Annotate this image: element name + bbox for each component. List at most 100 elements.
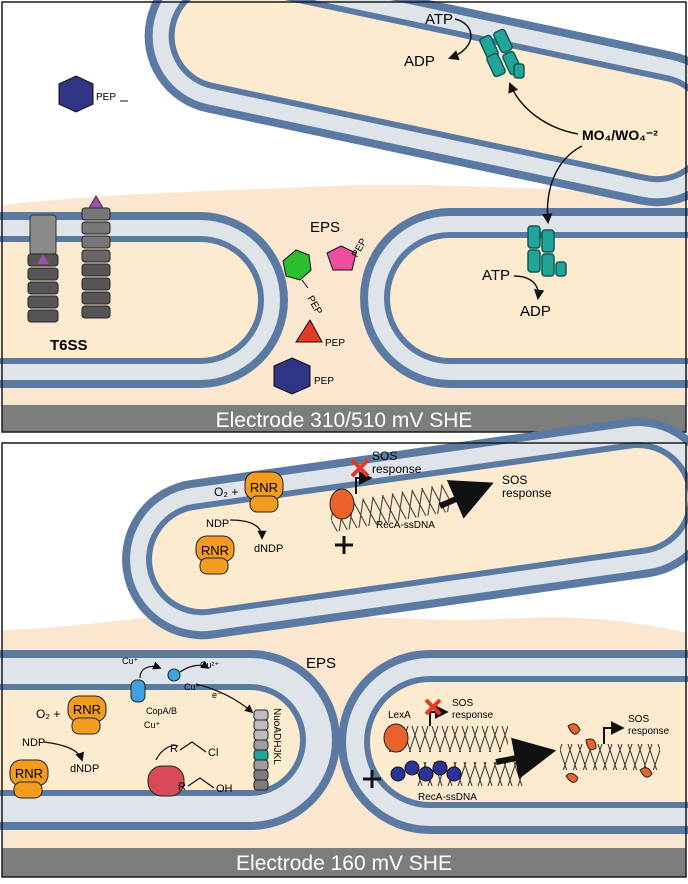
b-left-rnr-lower-sub xyxy=(13,781,43,799)
panel-bottom-frame xyxy=(1,442,687,878)
reca-unit-5 xyxy=(446,766,462,782)
metal-arrow-down xyxy=(541,145,583,225)
t6ss-apparatus xyxy=(27,195,111,323)
b-left-rnr-lower-label: RNR xyxy=(15,766,43,781)
free-pep-hexagon xyxy=(58,75,94,113)
b-left-rnr-upper-sub xyxy=(71,717,101,735)
b-top-rnr-lower-sub xyxy=(199,557,229,575)
b-right-x-mark xyxy=(424,698,442,716)
b-left-o2: O₂ + xyxy=(36,707,60,721)
metal-label: MO₄/WO₄⁻² xyxy=(582,127,658,143)
b-left-nuo: NuoADHJKL xyxy=(271,708,282,765)
b-left-cu-plus-3: Cu⁺ xyxy=(144,720,161,730)
pep-red xyxy=(295,319,323,343)
b-left-ndp: NDP xyxy=(22,737,45,749)
pep-green xyxy=(282,249,312,281)
top-atp-label: ATP xyxy=(425,11,453,28)
top-atp-arrow xyxy=(448,18,472,61)
eps-bottom-label: EPS xyxy=(306,655,336,672)
free-pep-label: PEP xyxy=(96,92,116,103)
reca-unit-2 xyxy=(404,760,420,776)
reca-unit-1 xyxy=(390,766,406,782)
b-left-electron: e⁻ xyxy=(212,690,222,700)
b-left-ndp-arrow xyxy=(43,741,85,762)
top-adp-label: ADP xyxy=(404,53,435,70)
b-left-dehalogenase xyxy=(147,765,185,797)
panel-top: ATP ADP MO₄/WO₄⁻² PEP xyxy=(0,0,688,433)
b-top-reca: RecA-ssDNA xyxy=(376,520,435,531)
b-right-dna-3 xyxy=(560,744,660,770)
b-top-x-mark xyxy=(350,458,370,478)
right-cell xyxy=(360,208,688,388)
b-left-r-oh: R xyxy=(178,781,186,793)
b-right-plus xyxy=(363,770,381,788)
b-right-lexa: LexA xyxy=(388,710,411,721)
metal-arrow-up xyxy=(508,82,579,135)
bottom-transporter xyxy=(527,225,567,277)
panel-top-frame xyxy=(1,1,687,433)
eps-top-label: EPS xyxy=(310,219,340,236)
lexa-fragment-4 xyxy=(639,767,653,778)
bottom-atp-label: ATP xyxy=(482,267,510,284)
pep-blue-label: PEP xyxy=(314,376,334,387)
lexa-fragment-3 xyxy=(565,772,579,783)
b-left-cu-plus-1: Cu⁺ xyxy=(122,656,139,666)
b-right-big-arrow xyxy=(495,737,557,779)
b-right-lexa-protein xyxy=(383,723,409,753)
copab-transporter xyxy=(130,679,146,703)
b-top-ndp: NDP xyxy=(206,518,229,530)
reca-unit-4 xyxy=(432,760,448,776)
b-left-copab: CopA/B xyxy=(146,706,177,716)
b-left-cu-oxidation-arrow xyxy=(179,660,210,673)
pep-pink xyxy=(326,245,357,271)
b-left-r-cl-bond xyxy=(179,741,207,753)
electrode-top-label: Electrode 310/510 mV SHE xyxy=(216,409,473,432)
lexa-fragment-1 xyxy=(567,723,581,735)
electrode-bottom xyxy=(2,848,686,877)
b-top-dndp: dNDP xyxy=(254,543,283,555)
b-left-cu-plus-2: Cu⁺ xyxy=(184,682,201,692)
b-left-r-oh-bond xyxy=(187,777,215,789)
b-top-dna xyxy=(328,483,452,533)
b-top-o2: O₂ + xyxy=(214,485,238,499)
b-top-promoter xyxy=(355,471,373,494)
b-top-ndp-arrow xyxy=(229,519,267,540)
top-cell xyxy=(144,0,688,207)
b-left-cu-ion xyxy=(167,668,181,682)
pep-red-label: PEP xyxy=(325,338,345,349)
b-top-plus xyxy=(335,536,353,554)
b-left-r-cl: R xyxy=(170,743,178,755)
b-top-lexa xyxy=(329,488,355,520)
b-left-rnr-upper-label: RNR xyxy=(73,702,101,717)
b-top-rnr-lower-label: RNR xyxy=(201,543,229,558)
bottom-atp-arrow xyxy=(513,275,545,301)
reca-unit-3 xyxy=(418,766,434,782)
b-left-cl: Cl xyxy=(208,747,218,759)
b-left-copab-arrow xyxy=(139,661,162,679)
b-left-electron-arrow xyxy=(195,683,254,714)
b-left-oh: OH xyxy=(216,783,233,795)
left-cell xyxy=(0,212,288,388)
top-transporter xyxy=(479,28,525,79)
lexa-fragment-2 xyxy=(585,738,597,751)
b-top-rnr-upper-sub xyxy=(249,495,279,513)
bottom-adp-label: ADP xyxy=(520,303,551,320)
pep-green-tail xyxy=(301,279,309,289)
b-left-dehalogenase-arrow xyxy=(155,744,179,761)
t6ss-label: T6SS xyxy=(50,337,88,354)
electrode-bottom-label: Electrode 160 mV SHE xyxy=(236,852,452,875)
b-right-active-promoter xyxy=(603,721,625,744)
b-left-dndp: dNDP xyxy=(70,763,99,775)
pep-blue xyxy=(273,357,311,395)
b-top-rnr-upper-label: RNR xyxy=(250,480,278,495)
nuo-complex xyxy=(253,709,269,791)
b-top-big-arrow xyxy=(438,480,494,519)
b-left-cu-2plus: Cu²⁺ xyxy=(200,660,220,670)
b-right-reca: RecA-ssDNA xyxy=(418,792,477,803)
